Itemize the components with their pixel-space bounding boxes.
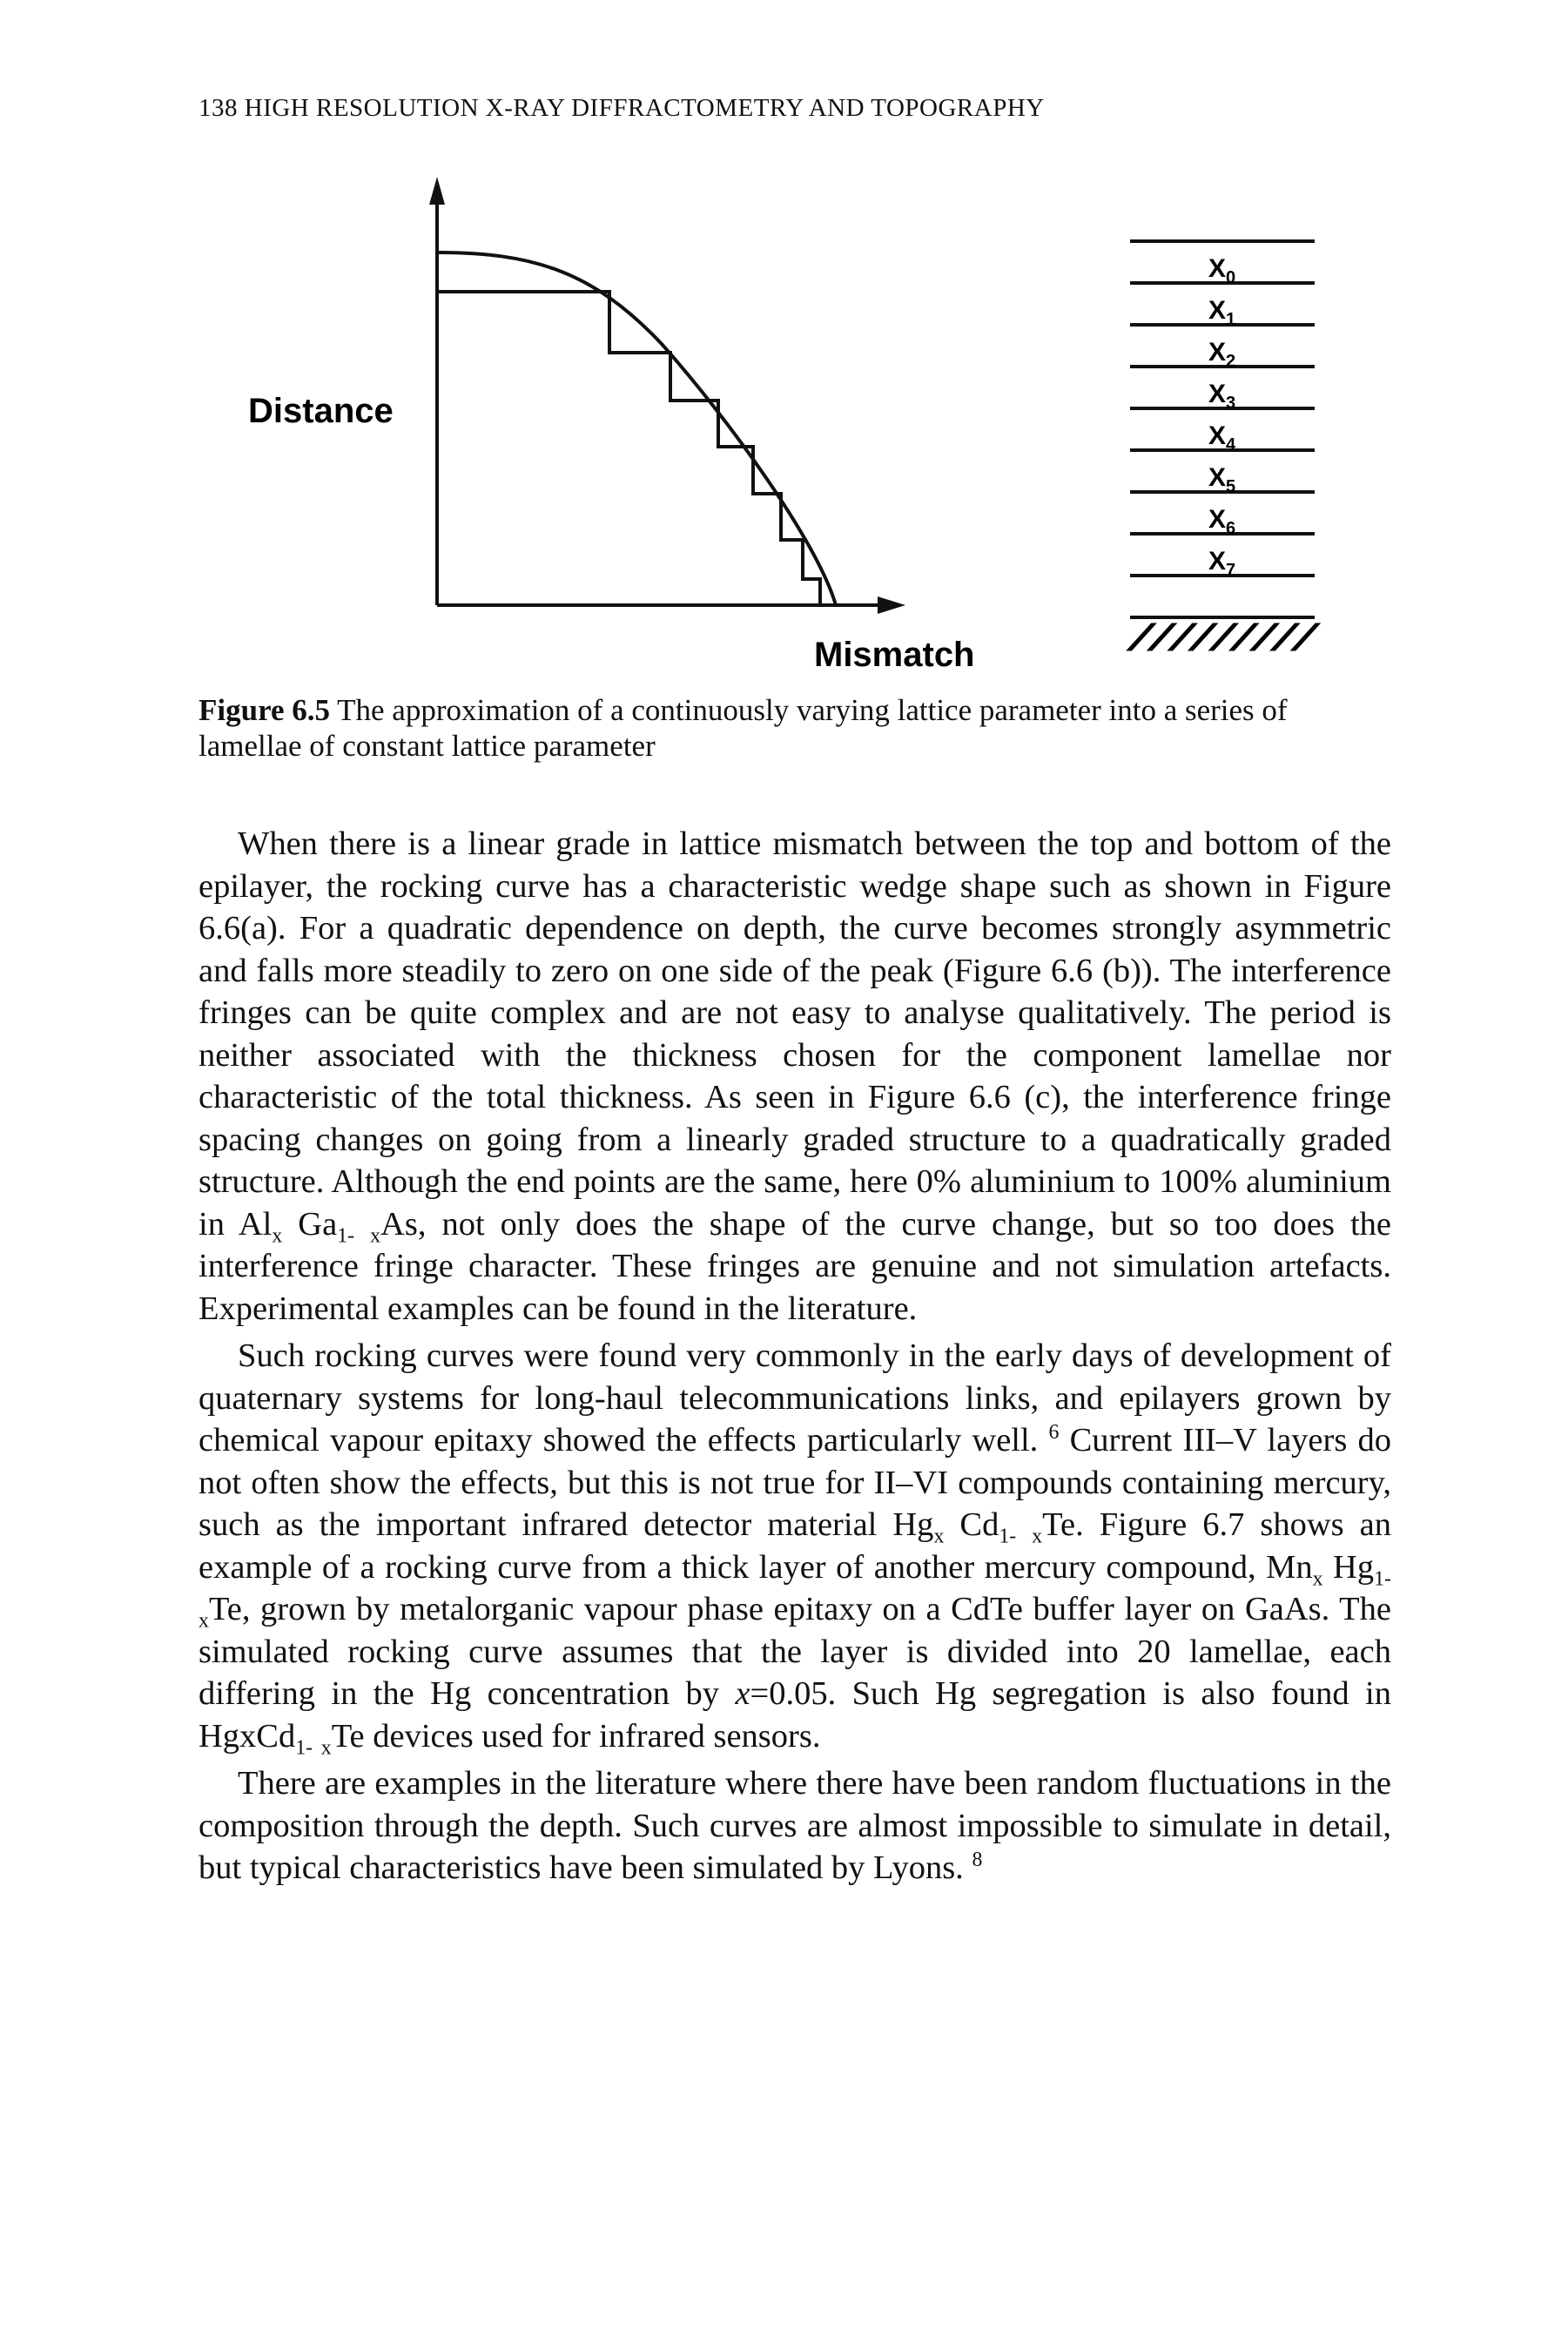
text-run: When there is a linear grade in lattice … [199, 825, 1391, 1243]
subscript: 1- [295, 1736, 313, 1760]
subscript: 1- [337, 1224, 355, 1248]
layer-label-x4: X4 [1208, 421, 1236, 455]
subscript: x [320, 1736, 332, 1760]
y-axis-label: Distance [248, 392, 394, 430]
layer-label-x2: X2 [1208, 338, 1235, 371]
caption-text: The approximation of a continuously vary… [199, 693, 1288, 763]
text-run: Ga [282, 1205, 338, 1243]
text-run: Te devices used for infrared sensors. [331, 1717, 821, 1755]
text-run: =0.05. Such Hg segregation is also found… [199, 1675, 1391, 1755]
reference-marker: 8 [972, 1849, 983, 1872]
x-axis-label: Mismatch [814, 636, 975, 674]
caption-label: Figure 6.5 [199, 693, 331, 727]
paragraph-2: Such rocking curves were found very comm… [199, 1335, 1392, 1760]
text-run: As, not only does the shape of the curve… [199, 1205, 1391, 1327]
text-run: Hg [1322, 1548, 1375, 1586]
y-axis-arrow [429, 177, 445, 205]
subscript: x [370, 1224, 381, 1248]
layer-stack [1130, 239, 1315, 619]
layer-label-x1: X1 [1208, 296, 1235, 329]
layer-label-x0: X0 [1208, 254, 1235, 287]
subscript: x [199, 1609, 209, 1633]
layer-label-x7: X7 [1208, 547, 1235, 580]
substrate-hatch: ///////// [1125, 616, 1321, 659]
lamellae-diagram: Distance Mismatch X0 X1 X2 X3 X4 X5 X6 X… [248, 177, 1321, 674]
subscript: x [1032, 1525, 1043, 1548]
text-run: Te, grown by metalorganic vapour phase e… [199, 1591, 1391, 1712]
reference-marker: 6 [1048, 1421, 1060, 1445]
layer-label-x3: X3 [1208, 380, 1235, 413]
layer-label-x5: X5 [1208, 463, 1235, 496]
text-run: There are examples in the literature whe… [199, 1765, 1391, 1886]
text-run: Current III–V layers do not often show t… [199, 1422, 1391, 1543]
italic-variable: x [735, 1675, 750, 1712]
subscript: x [272, 1224, 283, 1248]
subscript: 1- [999, 1525, 1017, 1548]
text-run: Te. Figure 6.7 shows an example of a roc… [199, 1506, 1392, 1586]
body-text: When there is a linear grade in lattice … [199, 823, 1391, 1895]
layer-label-x6: X6 [1208, 505, 1235, 538]
figure-6-5: Distance Mismatch X0 X1 X2 X3 X4 X5 X6 X… [244, 170, 1358, 701]
subscript: 1- [1374, 1567, 1391, 1591]
subscript: x [1312, 1567, 1323, 1591]
figure-caption: Figure 6.5 The approximation of a contin… [199, 692, 1391, 764]
text-run: Cd [944, 1506, 999, 1543]
staircase [437, 290, 822, 605]
running-head: 138 HIGH RESOLUTION X-RAY DIFFRACTOMETRY… [199, 94, 1045, 122]
paragraph-1: When there is a linear grade in lattice … [199, 823, 1391, 1330]
continuous-curve [436, 251, 838, 606]
paragraph-3: There are examples in the literature whe… [199, 1762, 1391, 1890]
text-run: Such rocking curves were found very comm… [199, 1337, 1391, 1458]
subscript: x [933, 1525, 945, 1548]
x-axis-arrow [878, 596, 905, 614]
